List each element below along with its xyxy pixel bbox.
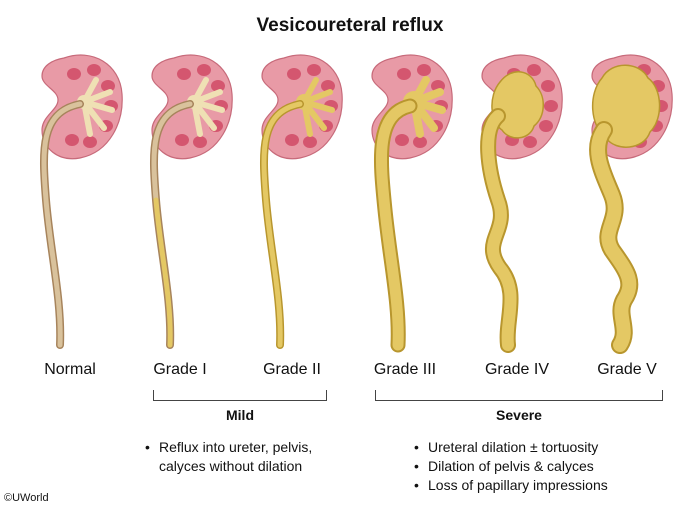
mild-bracket [153, 390, 327, 401]
kidney-normal [40, 54, 123, 349]
severe-bullets: Ureteral dilation ± tortuosity Dilation … [414, 438, 654, 495]
label-grade-4: Grade IV [484, 361, 550, 378]
severe-bullet-3: Loss of papillary impressions [414, 476, 654, 495]
kidney-grade-4 [480, 54, 563, 353]
copyright-notice: ©UWorld [4, 492, 49, 504]
mild-bullet-1: Reflux into ureter, pelvis, calyces with… [145, 438, 355, 476]
label-grade-5: Grade V [597, 361, 657, 378]
kidney-grade-3 [371, 54, 453, 353]
diagram-title: Vesicoureteral reflux [256, 15, 444, 36]
severe-label: Severe [496, 407, 542, 423]
label-grade-3: Grade III [373, 361, 437, 378]
kidney-grade-5 [589, 54, 673, 354]
label-grade-1: Grade I [153, 361, 207, 378]
mild-label: Mild [226, 407, 254, 423]
kidney-grade-1 [150, 54, 233, 349]
kidney-grade-2 [260, 54, 343, 349]
severe-bracket [375, 390, 663, 401]
kidney-illustrations [40, 54, 673, 354]
severe-bullet-2: Dilation of pelvis & calyces [414, 457, 654, 476]
severe-bullet-1: Ureteral dilation ± tortuosity [414, 438, 654, 457]
mild-bullets: Reflux into ureter, pelvis, calyces with… [145, 438, 355, 476]
label-normal: Normal [44, 361, 96, 378]
label-grade-2: Grade II [263, 361, 321, 378]
